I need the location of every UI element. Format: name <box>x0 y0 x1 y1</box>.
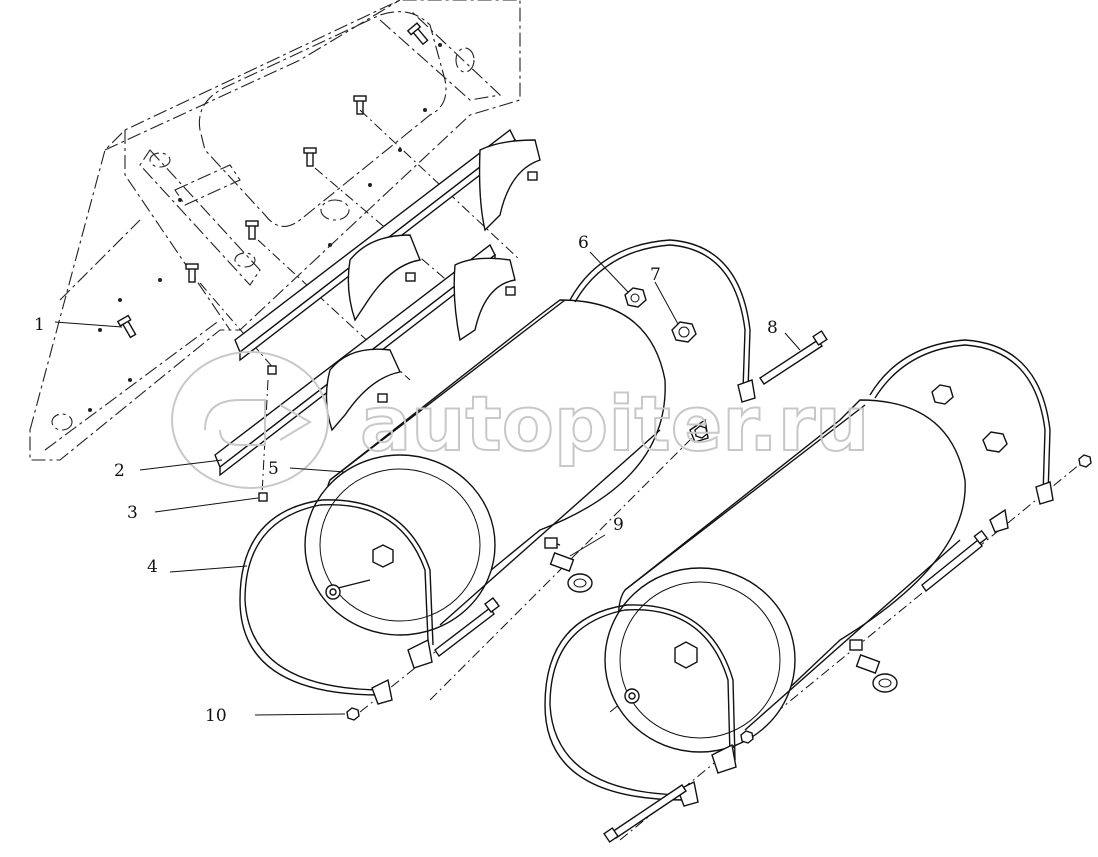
bracket-rail-upper <box>234 128 541 375</box>
callout-labels: 1 2 3 4 5 6 7 8 9 10 <box>34 233 778 726</box>
watermark: autopiter.ru <box>171 351 870 489</box>
callout-10: 10 <box>205 706 227 726</box>
tank-end-fittings-left <box>325 544 394 600</box>
tank-strap-upper <box>569 239 756 443</box>
bracket-rail-lower <box>214 243 516 502</box>
long-bolt-8 <box>759 330 828 385</box>
fitting-6 <box>624 287 647 308</box>
long-bolt-left-tank <box>434 597 500 658</box>
nuts <box>346 425 1092 744</box>
callout-leaders <box>54 251 801 716</box>
callout-4: 4 <box>147 557 158 577</box>
air-tank-right <box>604 399 966 753</box>
fitting-7 <box>671 321 697 343</box>
long-bolt-right-tank-upper <box>921 529 988 593</box>
callout-8: 8 <box>767 318 778 338</box>
drain-valve-9 <box>549 552 593 593</box>
callout-7: 7 <box>650 265 661 285</box>
tank-strap-left <box>239 499 434 705</box>
tank-strap-upper-right <box>869 339 1054 533</box>
long-bolt-right-tank-lower <box>603 784 687 843</box>
watermark-text: autopiter.ru <box>360 379 869 468</box>
frame-bolts <box>116 22 429 339</box>
tank-strap-right <box>544 604 737 807</box>
callout-3: 3 <box>127 503 138 523</box>
callout-2: 2 <box>114 461 125 481</box>
tank-end-fittings-right <box>624 641 698 704</box>
callout-1: 1 <box>34 315 45 335</box>
callout-5: 5 <box>268 459 279 479</box>
air-tank-left <box>304 299 666 636</box>
callout-9: 9 <box>613 515 624 535</box>
drain-valve-right <box>855 654 898 693</box>
callout-6: 6 <box>578 233 589 253</box>
